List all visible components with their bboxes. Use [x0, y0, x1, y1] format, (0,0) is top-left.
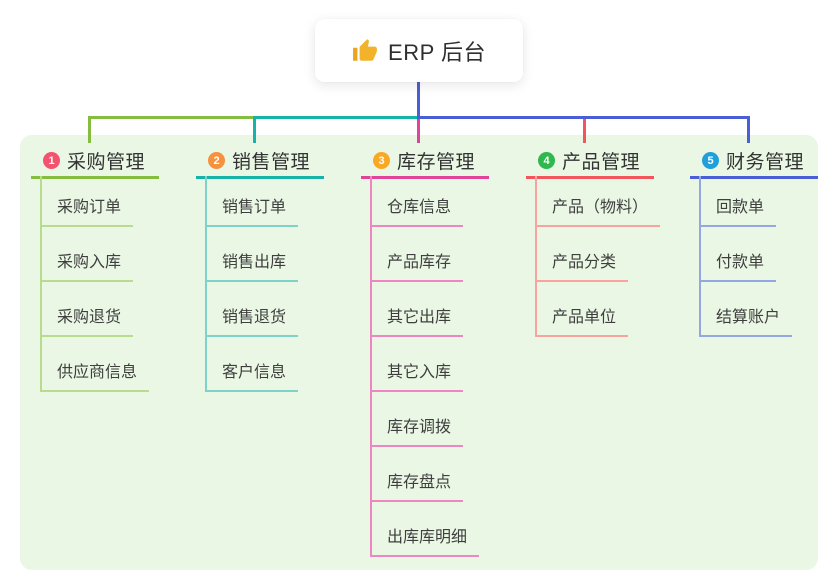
branch-node-finance[interactable]: 5 财务管理	[690, 147, 818, 179]
connector-bus-green	[88, 116, 256, 119]
branch-number-badge: 2	[208, 152, 225, 169]
child-node[interactable]: 其它入库	[370, 363, 464, 392]
branch-node-product[interactable]: 4 产品管理	[526, 147, 654, 179]
child-node[interactable]: 产品库存	[370, 253, 464, 282]
child-node[interactable]: 采购入库	[40, 253, 134, 282]
child-node[interactable]: 仓库信息	[370, 198, 464, 227]
child-node[interactable]: 客户信息	[205, 363, 299, 392]
connector-drop-4	[583, 119, 586, 143]
child-node[interactable]: 库存盘点	[370, 473, 464, 502]
branch-node-purchase[interactable]: 1 采购管理	[31, 147, 159, 179]
branch-label: 采购管理	[67, 152, 146, 173]
child-spine-line	[370, 176, 372, 557]
connector-drop-2	[253, 116, 256, 143]
child-spine-line	[205, 176, 207, 392]
child-node[interactable]: 销售出库	[205, 253, 299, 282]
child-node[interactable]: 付款单	[699, 253, 777, 282]
child-node[interactable]: 供应商信息	[40, 363, 150, 392]
child-spine-line	[535, 176, 537, 337]
child-spine-line	[699, 176, 701, 337]
branch-group-panel	[20, 135, 818, 570]
child-node[interactable]: 产品（物料）	[535, 198, 661, 227]
branch-number-badge: 5	[702, 152, 719, 169]
child-node[interactable]: 销售订单	[205, 198, 299, 227]
connector-bus-blue	[417, 116, 750, 119]
connector-bus-teal	[253, 116, 420, 119]
branch-node-sales[interactable]: 2 销售管理	[196, 147, 324, 179]
connector-drop-3	[417, 119, 420, 143]
child-node[interactable]: 销售退货	[205, 308, 299, 337]
branch-number-badge: 1	[43, 152, 60, 169]
thumbs-up-icon	[353, 38, 377, 61]
child-node[interactable]: 采购订单	[40, 198, 134, 227]
connector-drop-1	[88, 116, 91, 143]
branch-number-badge: 4	[538, 152, 555, 169]
child-spine-line	[40, 176, 42, 392]
child-node[interactable]: 产品分类	[535, 253, 629, 282]
child-node[interactable]: 回款单	[699, 198, 777, 227]
child-node[interactable]: 其它出库	[370, 308, 464, 337]
branch-label: 销售管理	[232, 152, 311, 173]
branch-label: 财务管理	[726, 152, 805, 173]
connector-drop-5	[747, 116, 750, 143]
root-connector-line	[417, 82, 420, 119]
root-node[interactable]: ERP 后台	[315, 19, 523, 82]
branch-label: 库存管理	[397, 152, 476, 173]
child-node[interactable]: 库存调拨	[370, 418, 464, 447]
child-node[interactable]: 结算账户	[699, 308, 793, 337]
child-node[interactable]: 采购退货	[40, 308, 134, 337]
child-node[interactable]: 产品单位	[535, 308, 629, 337]
branch-label: 产品管理	[562, 152, 641, 173]
branch-number-badge: 3	[373, 152, 390, 169]
root-node-label: ERP 后台	[388, 39, 486, 65]
child-node[interactable]: 出库库明细	[370, 528, 480, 557]
branch-node-inventory[interactable]: 3 库存管理	[361, 147, 489, 179]
